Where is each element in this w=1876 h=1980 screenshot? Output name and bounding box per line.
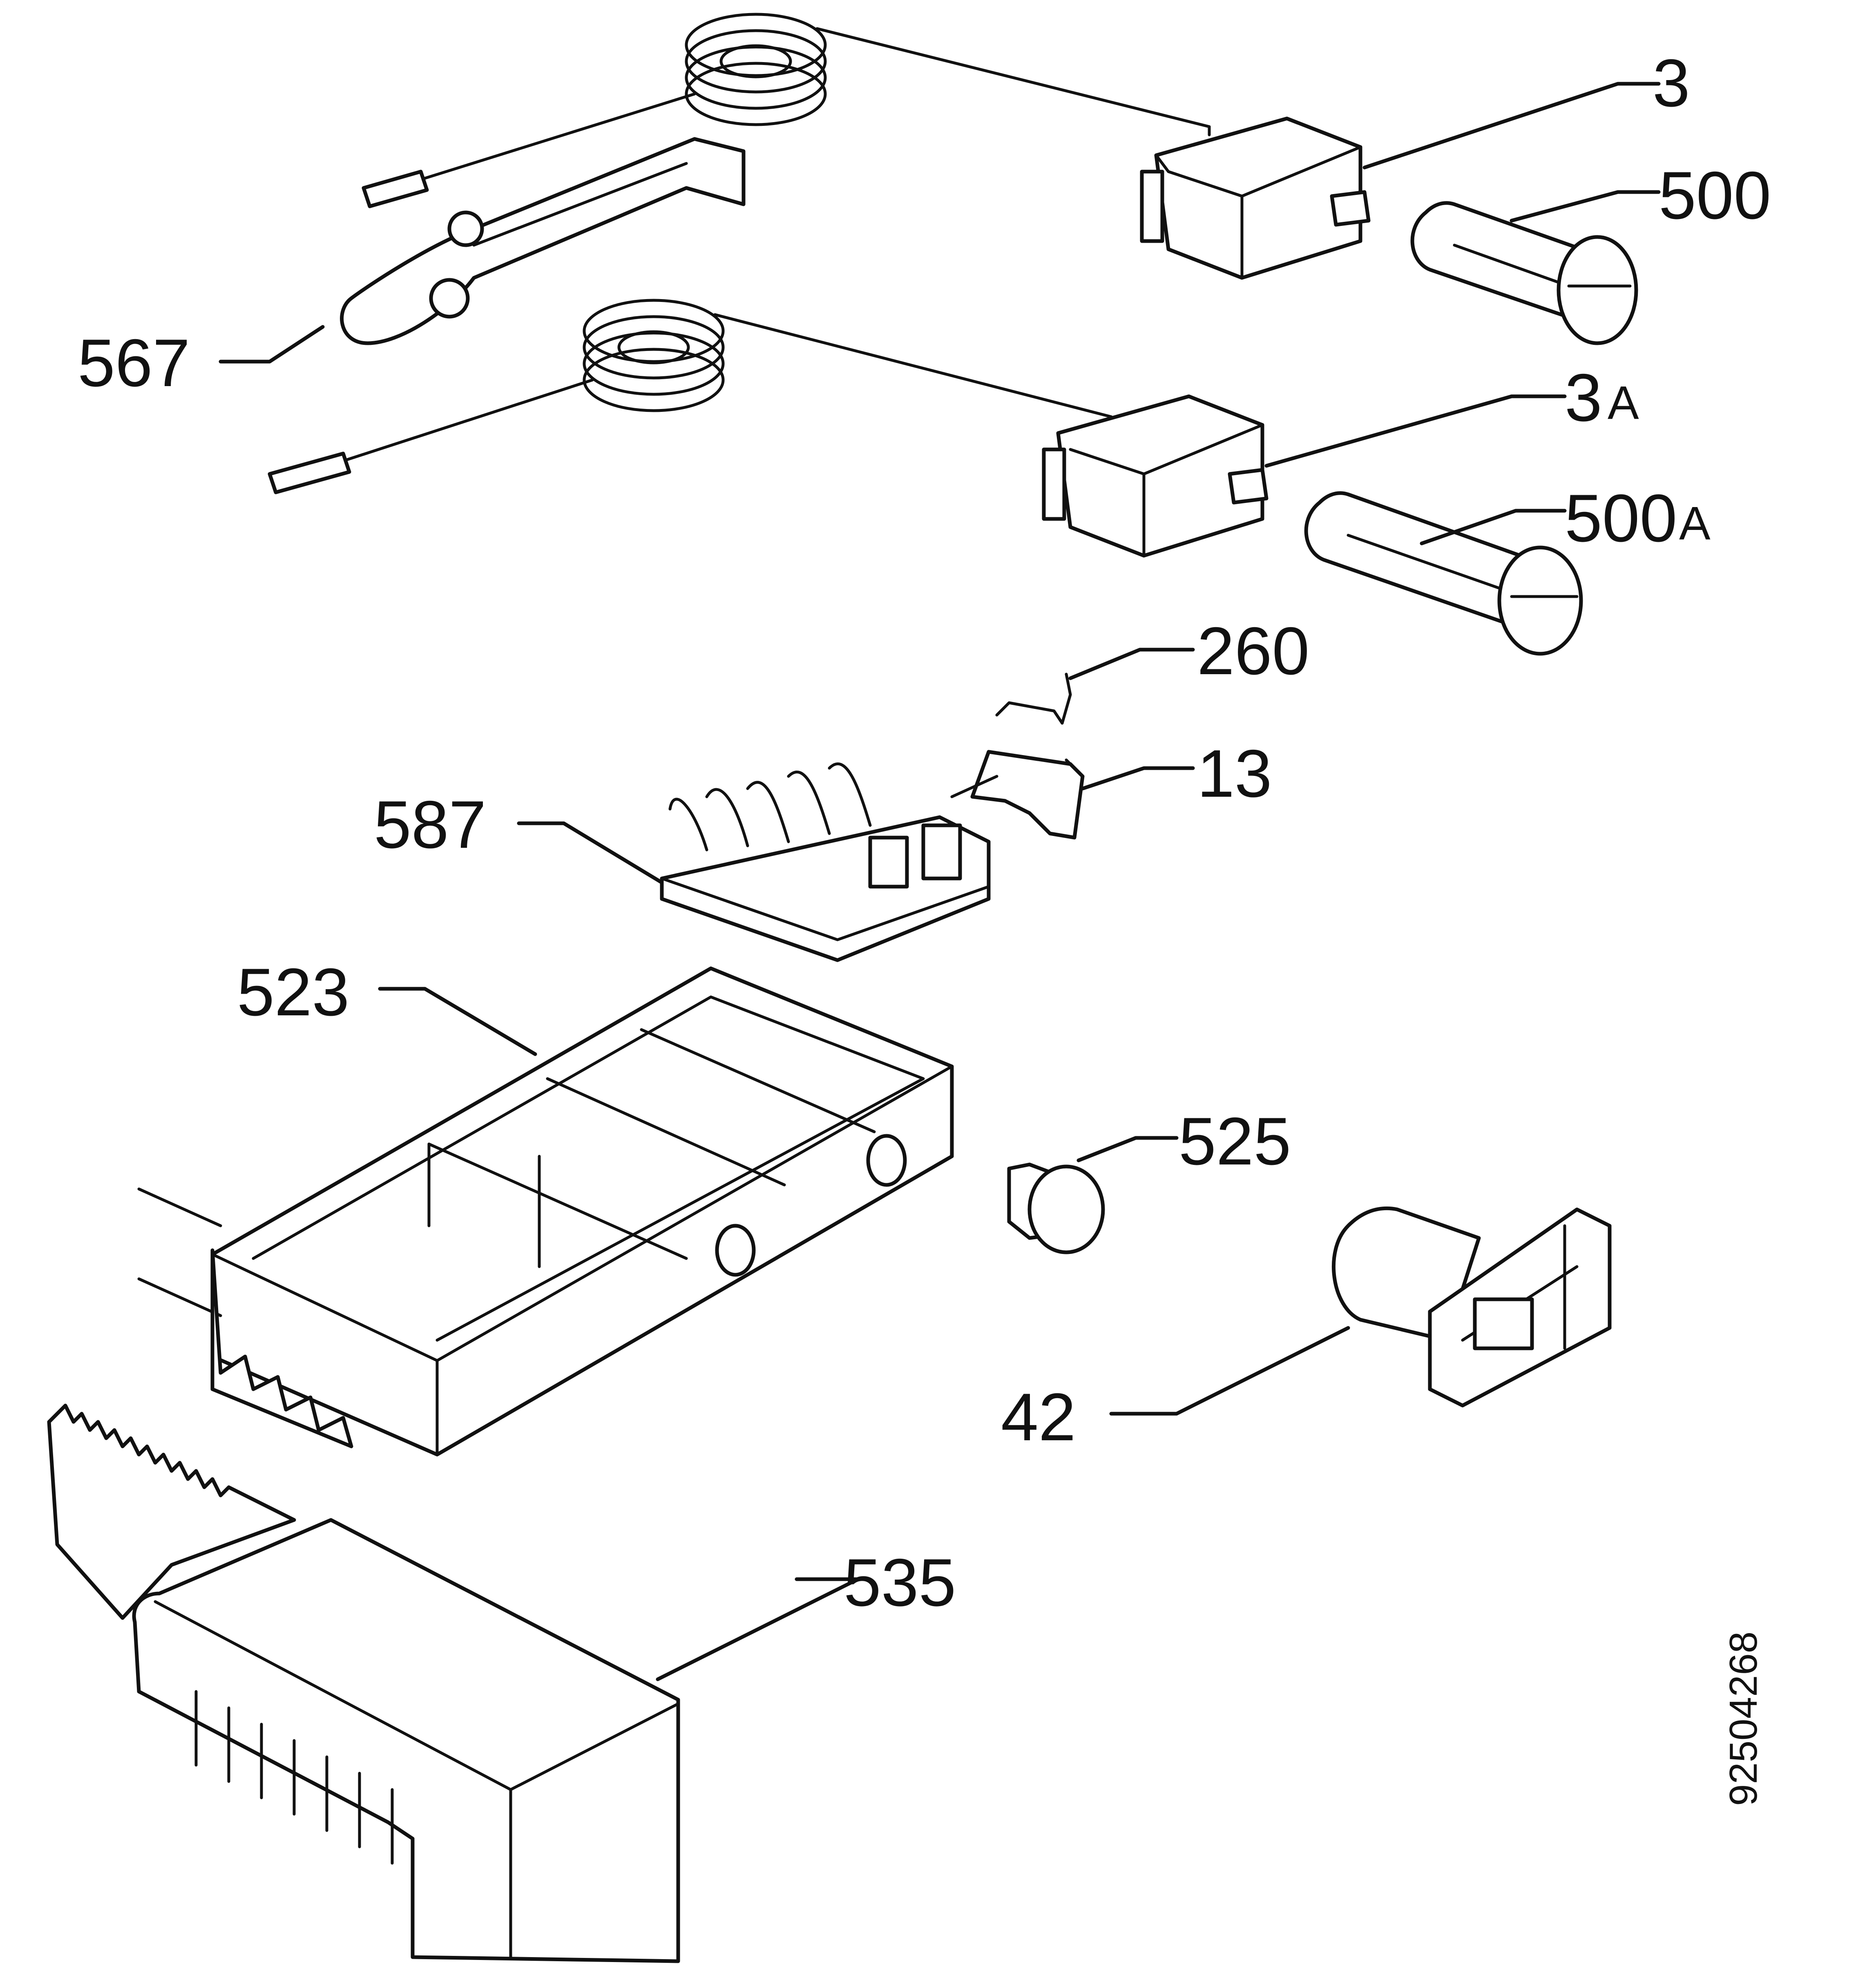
housing-523 [137,966,954,1457]
label-567: 567 [78,325,190,400]
label-3a-number: 3 [1565,360,1602,435]
spring-260 [995,673,1072,725]
label-42: 42 [1001,1379,1076,1455]
label-3: 3 [1653,45,1690,121]
thermostat-3a-assembly [268,299,1269,558]
label-260: 260 [1197,613,1309,688]
button-525 [1007,1162,1105,1254]
terminal-block-587 [660,762,991,962]
label-535: 535 [844,1545,956,1620]
label-500a: 500 A [1565,480,1711,556]
knob-500a [1304,491,1583,656]
cover-535 [47,1403,680,1963]
clip-holder-567 [340,137,746,345]
part-labels: 3 500 567 3 A 500 A 260 13 587 523 525 4… [78,45,1771,1620]
label-523: 523 [237,954,349,1030]
knob-500 [1410,201,1638,345]
label-525: 525 [1179,1104,1291,1179]
label-500: 500 [1659,158,1771,233]
label-500a-number: 500 [1565,480,1677,556]
label-3a: 3 A [1565,360,1639,435]
leader-lines [219,82,1661,1681]
label-587: 587 [374,787,486,862]
thermostat-3-assembly [362,13,1371,280]
label-500a-suffix: A [1679,497,1711,550]
label-3a-suffix: A [1608,377,1639,429]
lamp-holder-42 [1332,1206,1612,1408]
document-number: 92504268 [1722,1631,1765,1806]
lever-13 [950,750,1085,840]
label-13: 13 [1197,736,1272,811]
